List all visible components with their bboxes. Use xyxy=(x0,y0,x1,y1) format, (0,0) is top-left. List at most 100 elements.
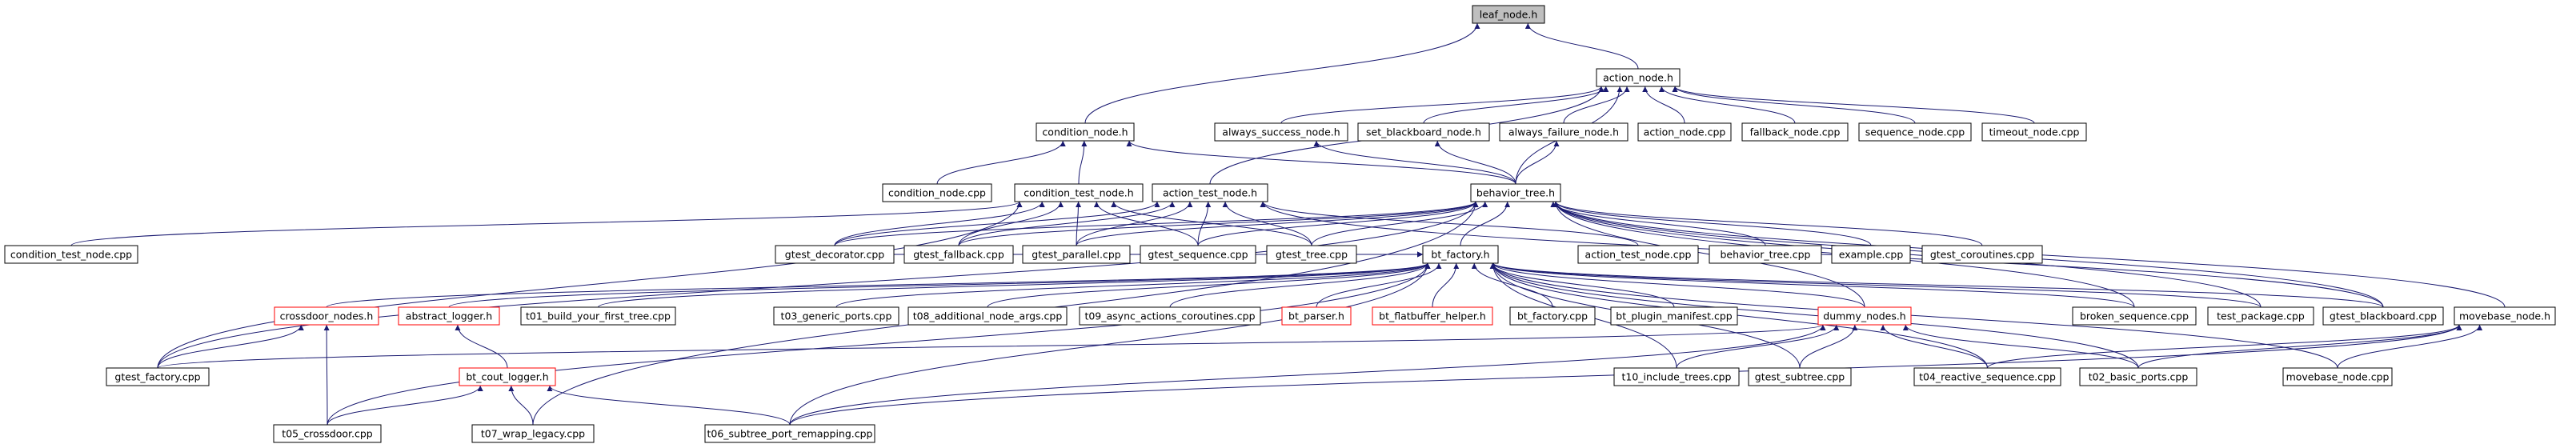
node-condition_node_cpp[interactable]: condition_node.cpp xyxy=(882,183,992,202)
node-box xyxy=(1817,306,1912,326)
node-label: always_success_node.h xyxy=(1222,126,1340,138)
node-gtest_sequence_cpp[interactable]: gtest_sequence.cpp xyxy=(1140,245,1256,264)
node-box xyxy=(1509,306,1596,326)
node-box xyxy=(882,183,992,202)
edge-bt_plugin_manifest_cpp-to-bt_factory_h xyxy=(1489,262,1675,308)
edge-dummy_nodes_h-to-bt_factory_h xyxy=(1490,262,1865,308)
node-box xyxy=(1637,122,1732,142)
node-condition_test_node_h[interactable]: condition_test_node.h xyxy=(1014,183,1144,202)
node-label: condition_node.cpp xyxy=(888,187,986,199)
node-box xyxy=(1422,245,1499,264)
node-behavior_tree_cpp[interactable]: behavior_tree.cpp xyxy=(1709,245,1822,264)
edge-t01_build_your_first_tree_cpp-to-bt_factory_h xyxy=(598,262,1431,308)
node-label: dummy_nodes.h xyxy=(1823,310,1905,322)
node-bt_plugin_manifest_cpp[interactable]: bt_plugin_manifest.cpp xyxy=(1610,306,1738,326)
node-label: set_blackboard_node.h xyxy=(1366,126,1481,138)
node-t03_generic_ports_cpp[interactable]: t03_generic_ports.cpp xyxy=(773,306,899,326)
node-gtest_subtree_cpp[interactable]: gtest_subtree.cpp xyxy=(1748,367,1852,386)
edge-gtest_fallback_cpp-to-condition_test_node_h xyxy=(958,201,1064,246)
edge-crossdoor_nodes_h-to-bt_factory_h xyxy=(326,262,1431,308)
node-bt_parser_h[interactable]: bt_parser.h xyxy=(1281,306,1352,326)
node-abstract_logger_h[interactable]: abstract_logger.h xyxy=(398,306,500,326)
edge-behavior_tree_h-to-set_blackboard_node_h xyxy=(1434,140,1516,185)
node-box xyxy=(1613,367,1740,386)
node-bt_factory_h[interactable]: bt_factory.h xyxy=(1422,245,1499,264)
node-set_blackboard_node_h[interactable]: set_blackboard_node.h xyxy=(1357,122,1490,142)
node-t10_include_trees_cpp[interactable]: t10_include_trees.cpp xyxy=(1613,367,1740,386)
edge-t03_generic_ports_cpp-to-bt_factory_h xyxy=(835,262,1431,308)
node-gtest_decorator_cpp[interactable]: gtest_decorator.cpp xyxy=(775,245,895,264)
edge-movebase_node_cpp-to-bt_factory_h xyxy=(1490,262,2338,369)
node-label: action_node.h xyxy=(1603,72,1673,84)
edge-gtest_fallback_cpp-to-action_test_node_h xyxy=(958,201,1176,246)
node-crossdoor_nodes_h[interactable]: crossdoor_nodes.h xyxy=(274,306,379,326)
node-gtest_tree_cpp[interactable]: gtest_tree.cpp xyxy=(1266,245,1357,264)
node-dummy_nodes_h[interactable]: dummy_nodes.h xyxy=(1817,306,1912,326)
node-behavior_tree_h[interactable]: behavior_tree.h xyxy=(1470,183,1561,202)
node-box xyxy=(903,245,1014,264)
node-label: action_node.cpp xyxy=(1644,126,1726,138)
node-test_package_cpp[interactable]: test_package.cpp xyxy=(2207,306,2314,326)
edge-example_cpp-to-behavior_tree_h xyxy=(1552,201,1872,246)
node-sequence_node_cpp[interactable]: sequence_node.cpp xyxy=(1858,122,1972,142)
node-action_node_h[interactable]: action_node.h xyxy=(1596,68,1681,87)
edge-always_success_node_h-to-action_node_h xyxy=(1280,86,1604,124)
node-gtest_parallel_cpp[interactable]: gtest_parallel.cpp xyxy=(1022,245,1131,264)
node-movebase_node_cpp[interactable]: movebase_node.cpp xyxy=(2282,367,2393,386)
node-gtest_blackboard_cpp[interactable]: gtest_blackboard.cpp xyxy=(2322,306,2444,326)
node-label: bt_plugin_manifest.cpp xyxy=(1616,310,1733,322)
node-t05_crossdoor_cpp[interactable]: t05_crossdoor.cpp xyxy=(273,424,382,443)
node-condition_test_node_cpp[interactable]: condition_test_node.cpp xyxy=(4,245,138,264)
node-box xyxy=(773,306,899,326)
node-gtest_fallback_cpp[interactable]: gtest_fallback.cpp xyxy=(903,245,1014,264)
node-bt_factory_cpp[interactable]: bt_factory.cpp xyxy=(1509,306,1596,326)
edge-t02_basic_ports_cpp-to-bt_factory_h xyxy=(1490,262,2139,369)
node-movebase_node_h[interactable]: movebase_node.h xyxy=(2454,306,2556,326)
node-broken_sequence_cpp[interactable]: broken_sequence.cpp xyxy=(2072,306,2197,326)
node-label: t10_include_trees.cpp xyxy=(1622,371,1732,383)
node-label: gtest_decorator.cpp xyxy=(785,249,884,261)
node-action_test_node_h[interactable]: action_test_node.h xyxy=(1152,183,1268,202)
node-condition_node_h[interactable]: condition_node.h xyxy=(1036,122,1135,142)
edge-t10_include_trees_cpp-to-dummy_nodes_h xyxy=(1676,324,1840,369)
node-t09_async_actions_coroutines_cpp[interactable]: t09_async_actions_coroutines.cpp xyxy=(1079,306,1261,326)
edge-condition_test_node_h-to-condition_node_h xyxy=(1078,140,1088,185)
node-t02_basic_ports_cpp[interactable]: t02_basic_ports.cpp xyxy=(2079,367,2197,386)
node-t06_subtree_port_remapping_cpp[interactable]: t06_subtree_port_remapping.cpp xyxy=(704,424,875,443)
node-gtest_coroutines_cpp[interactable]: gtest_coroutines.cpp xyxy=(1921,245,2043,264)
node-action_test_node_cpp[interactable]: action_test_node.cpp xyxy=(1577,245,1699,264)
node-bt_cout_logger_h[interactable]: bt_cout_logger.h xyxy=(459,367,556,386)
node-label: gtest_tree.cpp xyxy=(1276,249,1348,261)
node-box xyxy=(520,306,676,326)
node-example_cpp[interactable]: example.cpp xyxy=(1831,245,1911,264)
node-box xyxy=(1610,306,1738,326)
edge-gtest_factory_cpp-to-crossdoor_nodes_h xyxy=(157,324,304,369)
node-box xyxy=(273,424,382,443)
edge-gtest_factory_cpp-to-dummy_nodes_h xyxy=(157,324,1825,369)
node-fallback_node_cpp[interactable]: fallback_node.cpp xyxy=(1741,122,1849,142)
edge-broken_sequence_cpp-to-bt_factory_h xyxy=(1490,262,2135,308)
node-bt_flatbuffer_helper_h[interactable]: bt_flatbuffer_helper.h xyxy=(1372,306,1493,326)
node-t07_wrap_legacy_cpp[interactable]: t07_wrap_legacy.cpp xyxy=(471,424,595,443)
node-box xyxy=(1741,122,1849,142)
node-box xyxy=(471,424,595,443)
node-box xyxy=(1140,245,1256,264)
node-box xyxy=(459,367,556,386)
node-always_success_node_h[interactable]: always_success_node.h xyxy=(1214,122,1348,142)
node-t01_build_your_first_tree_cpp[interactable]: t01_build_your_first_tree.cpp xyxy=(520,306,676,326)
node-timeout_node_cpp[interactable]: timeout_node.cpp xyxy=(1981,122,2087,142)
node-gtest_factory_cpp[interactable]: gtest_factory.cpp xyxy=(106,367,210,386)
edge-test_package_cpp-to-bt_factory_h xyxy=(1490,262,2262,308)
node-label: behavior_tree.h xyxy=(1476,187,1555,199)
node-always_failure_node_h[interactable]: always_failure_node.h xyxy=(1499,122,1629,142)
node-action_node_cpp[interactable]: action_node.cpp xyxy=(1637,122,1732,142)
node-box xyxy=(1281,306,1352,326)
node-label: gtest_coroutines.cpp xyxy=(1930,249,2034,261)
node-box xyxy=(1921,245,2043,264)
node-t08_additional_node_args_cpp[interactable]: t08_additional_node_args.cpp xyxy=(907,306,1068,326)
edge-gtest_factory_cpp-to-behavior_tree_h xyxy=(157,201,1479,369)
node-box xyxy=(1266,245,1357,264)
node-t04_reactive_sequence_cpp[interactable]: t04_reactive_sequence.cpp xyxy=(1913,367,2061,386)
node-label: bt_flatbuffer_helper.h xyxy=(1379,310,1486,322)
